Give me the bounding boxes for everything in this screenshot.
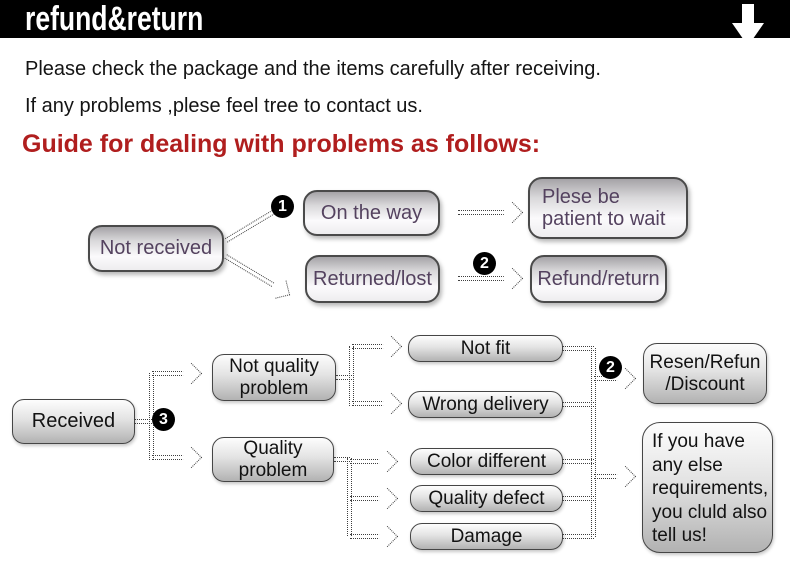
- node-quality-problem: Quality problem: [212, 437, 334, 482]
- connector-defect-collector: [562, 496, 594, 501]
- intro-line-1: Please check the package and the items c…: [25, 58, 601, 80]
- connector-to-quality: [152, 455, 186, 460]
- intro-line-2: If any problems ,plese feel tree to cont…: [25, 95, 423, 117]
- node-patient-wait: Plese be patient to wait: [528, 177, 688, 239]
- node-wrong-delivery: Wrong delivery: [408, 391, 563, 418]
- node-damage: Damage: [410, 523, 563, 550]
- node-resen-refund-discount: Resen/Refun /Discount: [643, 343, 767, 404]
- down-arrow-shaft: [742, 4, 754, 24]
- connector-nq-branch-line: [349, 346, 354, 406]
- down-arrow-head: [732, 23, 764, 46]
- node-more-requirements: If you have any else requirements, you c…: [642, 422, 773, 553]
- node-quality-defect: Quality defect: [410, 485, 563, 512]
- connector-nq-stub: [336, 375, 352, 380]
- connector-wrong-collector: [562, 402, 594, 407]
- connector-to-quality-defect: [350, 496, 382, 501]
- connector-collector-line: [591, 348, 596, 537]
- node-refund-return: Refund/return: [530, 255, 667, 303]
- arrowhead-icon: [614, 465, 637, 488]
- connector-to-more: [594, 474, 620, 479]
- guide-heading: Guide for dealing with problems as follo…: [22, 130, 541, 158]
- arrowhead-icon: [180, 362, 203, 385]
- badge-1: 1: [271, 195, 294, 218]
- connector-to-not-fit: [352, 344, 386, 349]
- connector-damage-collector: [562, 534, 594, 539]
- page-title: refund&return: [25, 0, 204, 38]
- connector-q-branch-line: [347, 458, 352, 536]
- node-not-fit: Not fit: [408, 335, 563, 362]
- badge-3: 3: [152, 408, 175, 431]
- arrowhead-icon: [380, 392, 403, 415]
- connector-to-not-quality: [152, 371, 186, 376]
- arrowhead-icon: [271, 280, 291, 299]
- header-bar: refund&return: [0, 0, 790, 38]
- badge-2-flow2: 2: [599, 356, 622, 379]
- node-color-different: Color different: [410, 448, 563, 475]
- connector-q-stub: [334, 457, 350, 462]
- node-received: Received: [12, 399, 135, 444]
- connector-received-stub: [134, 419, 152, 424]
- arrowhead-icon: [501, 201, 524, 224]
- arrowhead-icon: [376, 450, 399, 473]
- connector-to-damage: [350, 534, 382, 539]
- node-returned-lost: Returned/lost: [305, 255, 440, 303]
- connector-not-received-down: [222, 249, 292, 300]
- connector-line: [224, 254, 275, 287]
- connector-to-color-different: [350, 459, 382, 464]
- arrowhead-icon: [180, 446, 203, 469]
- down-arrow-icon: [732, 4, 764, 46]
- connector-to-wrong-delivery: [352, 401, 386, 406]
- arrowhead-icon: [376, 525, 399, 548]
- connector-line: [224, 209, 275, 243]
- node-on-the-way: On the way: [303, 190, 440, 236]
- connector-color-collector: [562, 459, 594, 464]
- connector-ontheway-patient: [458, 210, 508, 215]
- node-not-received: Not received: [88, 225, 224, 272]
- node-not-quality-problem: Not quality problem: [212, 354, 336, 401]
- arrowhead-icon: [380, 335, 403, 358]
- arrowhead-icon: [376, 487, 399, 510]
- badge-2-flow1: 2: [473, 252, 496, 275]
- connector-notfit-collector: [562, 346, 594, 351]
- connector-returned-refund: [458, 276, 508, 281]
- arrowhead-icon: [501, 267, 524, 290]
